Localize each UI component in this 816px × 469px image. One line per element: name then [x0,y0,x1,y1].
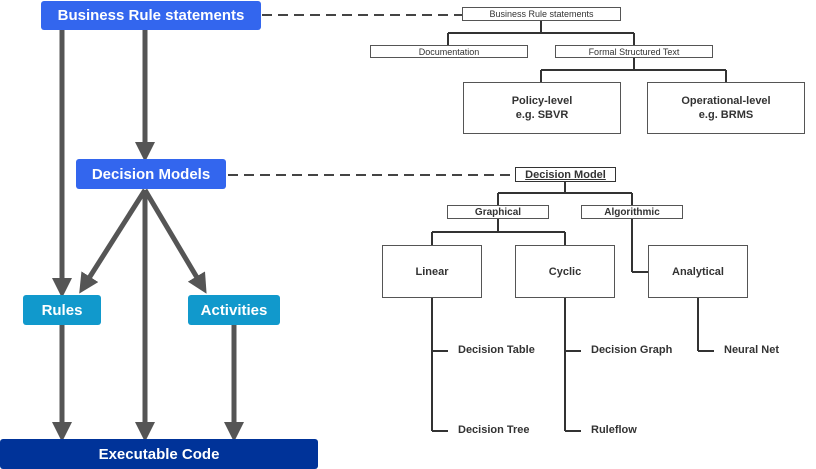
dashed-links [228,14,515,176]
decision-model-root-box: Decision Model [515,167,616,182]
arrow-decision-models-to-activities [142,188,207,294]
algorithmic-box: Algorithmic [581,205,683,219]
policy-level-label: Policy-level [511,95,573,107]
business-rule-statements-node: Business Rule statements [41,1,261,30]
decision-models-node: Decision Models [76,159,226,189]
neural-net-label: Neural Net [724,344,780,356]
ruleflow-label: Ruleflow [591,424,637,436]
policy-level-box: Policy-level e.g. SBVR [463,82,621,134]
decision-graph-label: Decision Graph [591,344,673,356]
flow-arrows [52,30,244,442]
decision-table-label: Decision Table [458,344,535,356]
linear-box: Linear [382,245,482,298]
operational-level-label: Operational-level [681,95,771,107]
decision-tree-label: Decision Tree [458,424,530,436]
formal-structured-text-box: Formal Structured Text [555,45,713,58]
analytical-box: Analytical [648,245,748,298]
br-statements-root-box: Business Rule statements [462,7,621,21]
operational-level-box: Operational-level e.g. BRMS [647,82,805,134]
executable-code-node: Executable Code [0,439,318,469]
policy-level-example: e.g. SBVR [515,109,569,121]
graphical-box: Graphical [447,205,549,219]
tree-connectors [431,21,727,432]
activities-node: Activities [188,295,280,325]
rules-node: Rules [23,295,101,325]
cyclic-box: Cyclic [515,245,615,298]
documentation-box: Documentation [370,45,528,58]
arrow-decision-models-to-rules [79,188,148,294]
operational-level-example: e.g. BRMS [698,109,754,121]
